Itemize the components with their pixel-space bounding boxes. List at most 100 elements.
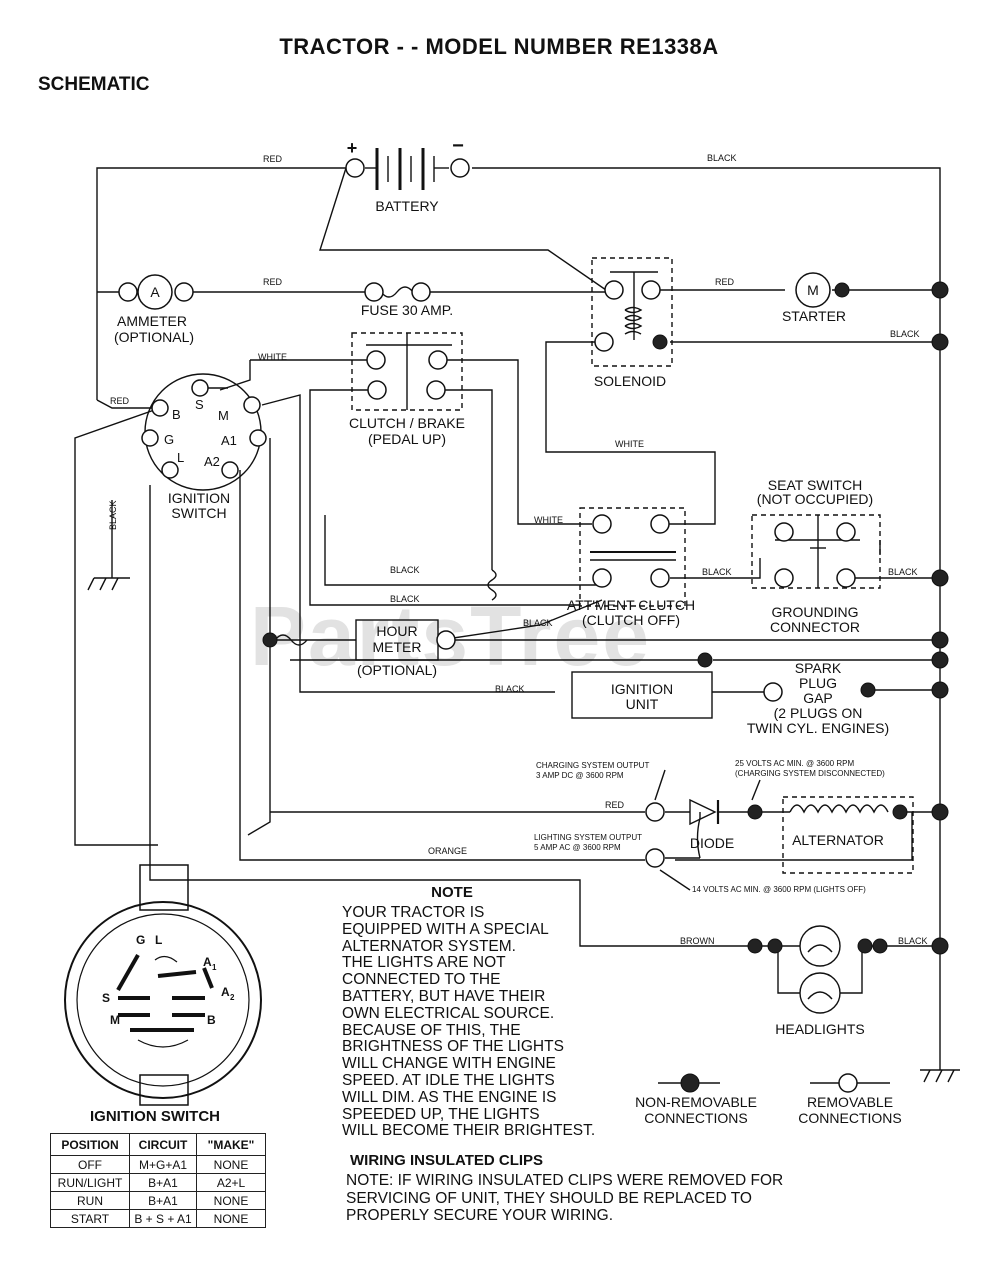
seat-switch-sublabel: (NOT OCCUPIED) <box>757 491 873 507</box>
grounding-connector-label-2: CONNECTOR <box>770 619 860 635</box>
face-a1: A <box>203 955 212 969</box>
legend-removable: REMOVABLE <box>807 1094 893 1110</box>
wire-label-red-ammeter: RED <box>263 277 283 287</box>
face-s: S <box>102 991 110 1005</box>
terminal-a1: A1 <box>221 433 237 448</box>
page-title: TRACTOR - - MODEL NUMBER RE1338A <box>279 34 719 59</box>
lighting-output-value: 5 AMP AC @ 3600 RPM <box>534 843 621 852</box>
terminal-m: M <box>218 408 229 423</box>
ignition-table-title: IGNITION SWITCH <box>90 1108 220 1125</box>
diode-label: DIODE <box>690 835 734 851</box>
note-body: YOUR TRACTOR IS EQUIPPED WITH A SPECIAL … <box>342 904 632 1140</box>
wire-label-black-seat-left: BLACK <box>702 567 732 577</box>
wire-label-white-solenoid: WHITE <box>615 439 644 449</box>
clips-line: SERVICING OF UNIT, THEY SHOULD BE REPLAC… <box>346 1189 752 1207</box>
grounding-connector-label: GROUNDING <box>771 604 858 620</box>
charging-output-value: 3 AMP DC @ 3600 RPM <box>536 771 624 780</box>
note-title: NOTE <box>431 884 473 901</box>
wire-label-black-ignition: BLACK <box>495 684 525 694</box>
legend-non-removable: NON-REMOVABLE <box>635 1094 757 1110</box>
table-row: RUN/LIGHT B+A1 A2+L <box>50 1173 266 1192</box>
wire-label-black-mid2: BLACK <box>390 594 420 604</box>
table-header-row: POSITION CIRCUIT "MAKE" <box>50 1133 266 1156</box>
lighting-output-label: LIGHTING SYSTEM OUTPUT <box>534 833 642 842</box>
note-line: SPEEDED UP, THE LIGHTS <box>342 1105 540 1123</box>
non-removable-connections <box>262 281 949 1093</box>
starter-symbol: M <box>807 282 819 298</box>
clips-line: NOTE: IF WIRING INSULATED CLIPS WERE REM… <box>346 1172 784 1189</box>
wire-label-black-attclutch: BLACK <box>523 618 553 628</box>
table-cell: OFF <box>50 1155 130 1174</box>
ignition-unit-label-2: UNIT <box>626 696 659 712</box>
wire-label-black-mid1: BLACK <box>390 565 420 575</box>
ignition-switch-label-2: SWITCH <box>171 505 226 521</box>
clips-note: NOTE: IF WIRING INSULATED CLIPS WERE REM… <box>346 1172 783 1225</box>
wire-label-white-attclutch: WHITE <box>534 515 563 525</box>
wire-label-white-clutch: WHITE <box>258 352 287 362</box>
wire-label-red-top: RED <box>263 154 283 164</box>
clutch-brake-label: CLUTCH / BRAKE <box>349 415 465 431</box>
wire-label-red-diode: RED <box>605 800 625 810</box>
solenoid-label: SOLENOID <box>594 373 666 389</box>
wire-label-black-headlight: BLACK <box>898 936 928 946</box>
battery-minus-sign: − <box>452 135 464 157</box>
legend-non-removable-2: CONNECTIONS <box>644 1110 747 1126</box>
seat-switch-label: SEAT SWITCH <box>768 477 862 493</box>
ignition-unit-label: IGNITION <box>611 681 673 697</box>
charging-output-label: CHARGING SYSTEM OUTPUT <box>536 761 649 770</box>
note-line: CONNECTED TO THE <box>342 971 501 989</box>
wire-label-brown: BROWN <box>680 936 715 946</box>
wire-label-black-solenoid: BLACK <box>890 329 920 339</box>
hour-meter-optional: (OPTIONAL) <box>357 662 437 678</box>
face-a2: A <box>221 985 230 999</box>
table-header: CIRCUIT <box>129 1133 197 1156</box>
starter-label: STARTER <box>782 308 846 324</box>
wire-label-black-left: BLACK <box>108 500 118 530</box>
table-cell: A2+L <box>196 1173 266 1192</box>
table-cell: NONE <box>196 1191 266 1210</box>
ignition-switch-table: POSITION CIRCUIT "MAKE" OFF M+G+A1 NONE … <box>50 1133 266 1228</box>
ignition-switch-face <box>64 864 262 1106</box>
clips-line: PROPERLY SECURE YOUR WIRING. <box>346 1207 613 1224</box>
spark-plug-label-5: TWIN CYL. ENGINES) <box>747 720 889 736</box>
wire-label-black-seat-right: BLACK <box>888 567 918 577</box>
spark-plug-label-2: PLUG <box>799 675 837 691</box>
terminal-b: B <box>172 407 181 422</box>
table-header: "MAKE" <box>196 1133 266 1156</box>
table-cell: NONE <box>196 1155 266 1174</box>
attachment-clutch-sublabel: (CLUTCH OFF) <box>582 612 680 628</box>
note-line: BECAUSE OF THIS, THE <box>342 1021 521 1039</box>
terminal-a2: A2 <box>204 454 220 469</box>
note-line: THE LIGHTS ARE NOT <box>342 954 506 972</box>
removable-connections <box>118 158 858 1093</box>
table-cell: RUN <box>50 1191 130 1210</box>
note-line: SPEED. AT IDLE THE LIGHTS <box>342 1071 555 1089</box>
table-cell: B+A1 <box>129 1191 197 1210</box>
note-line: EQUIPPED WITH A SPECIAL <box>342 920 549 938</box>
terminal-g: G <box>164 432 174 447</box>
face-b: B <box>207 1013 216 1027</box>
clutch-brake-sublabel: (PEDAL UP) <box>368 431 446 447</box>
volts25-sublabel: (CHARGING SYSTEM DISCONNECTED) <box>735 769 885 778</box>
volts14-label: 14 VOLTS AC MIN. @ 3600 RPM (LIGHTS OFF) <box>692 885 866 894</box>
spark-plug-label-3: GAP <box>803 690 833 706</box>
wire-label-orange: ORANGE <box>428 846 467 856</box>
note-line: BATTERY, BUT HAVE THEIR <box>342 987 546 1005</box>
note-line: WILL DIM. AS THE ENGINE IS <box>342 1088 557 1106</box>
battery-plus-sign: + <box>347 138 358 158</box>
table-row: OFF M+G+A1 NONE <box>50 1155 266 1174</box>
volts25-label: 25 VOLTS AC MIN. @ 3600 RPM <box>735 759 854 768</box>
table-cell: B + S + A1 <box>129 1209 197 1228</box>
note-line: ALTERNATOR SYSTEM. <box>342 937 516 955</box>
wire-label-black-top: BLACK <box>707 153 737 163</box>
face-a1-sub: 1 <box>212 963 217 972</box>
face-a2-sub: 2 <box>230 993 235 1002</box>
legend-removable-2: CONNECTIONS <box>798 1110 901 1126</box>
terminal-l: L <box>177 450 184 465</box>
spark-plug-label: SPARK <box>795 660 842 676</box>
face-g: G <box>136 933 145 947</box>
note-line: WILL CHANGE WITH ENGINE <box>342 1055 556 1073</box>
face-l: L <box>155 933 162 947</box>
